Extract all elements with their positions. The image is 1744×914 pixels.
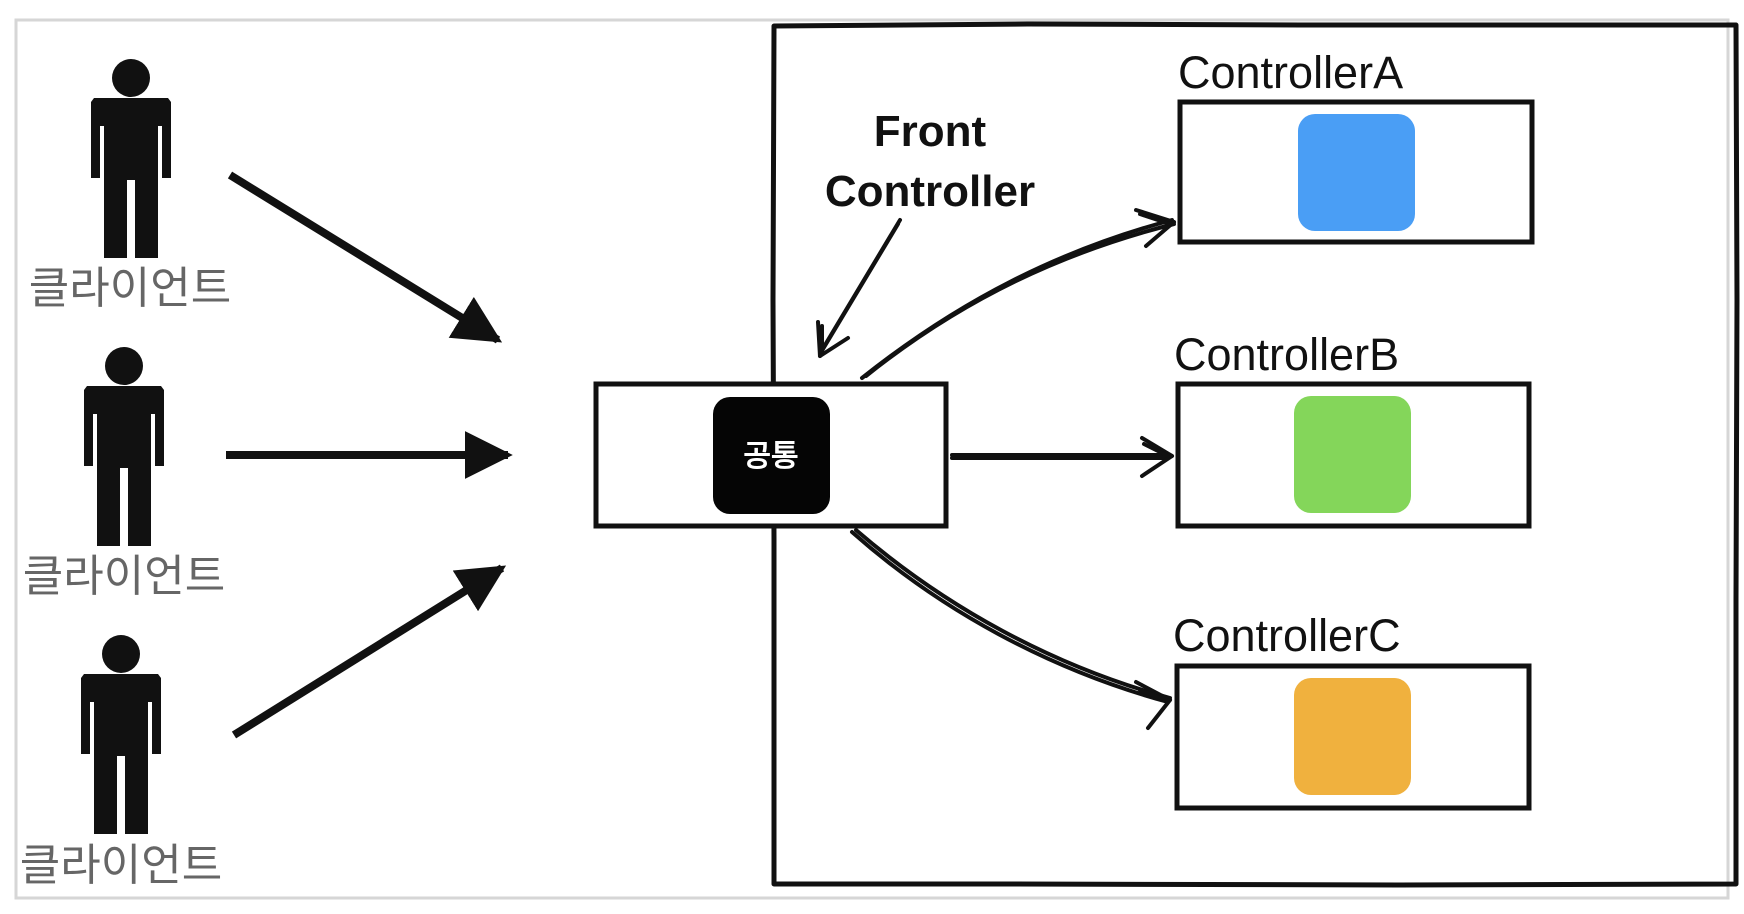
person-icon (91, 59, 171, 258)
client-label-3: 클라이언트 (20, 841, 222, 890)
controller-b-block (1294, 396, 1411, 513)
common-label: 공통 (743, 440, 798, 473)
front-controller-annotation-line2: Controller (825, 167, 1035, 216)
dispatch-arrow-b (950, 436, 1174, 478)
controller-a-label: ControllerA (1178, 47, 1403, 98)
front-controller-annotation-line1: Front (874, 107, 987, 156)
dispatch-arrow-c (850, 528, 1172, 730)
controller-b-label: ControllerB (1174, 329, 1399, 380)
client-label-1: 클라이언트 (29, 264, 231, 313)
client-3 (81, 635, 161, 834)
person-icon (81, 635, 161, 834)
controller-a-block (1298, 114, 1415, 231)
common-box (713, 397, 830, 514)
client-3-arrow (231, 564, 507, 739)
controller-c-block (1294, 678, 1411, 795)
container-box (770, 21, 1740, 888)
client-1-arrow (227, 171, 503, 344)
client-label-2: 클라이언트 (23, 552, 225, 601)
person-icon (84, 347, 164, 546)
controller-c-label: ControllerC (1173, 610, 1401, 661)
dispatch-arrow-a (860, 208, 1176, 380)
client-1 (91, 59, 171, 258)
client-2 (84, 347, 164, 546)
annotation-pointer (816, 218, 902, 358)
